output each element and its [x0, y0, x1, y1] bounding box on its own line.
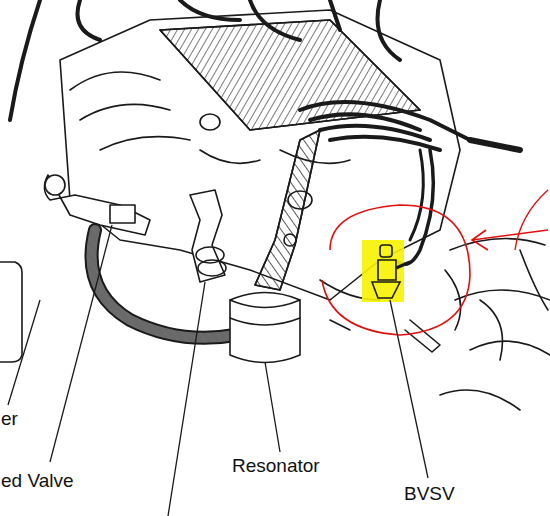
part-label: er: [0, 409, 19, 430]
part-label: BVSV: [403, 484, 456, 505]
part-label: Resonator: [231, 456, 321, 477]
annotation-arrow: [472, 230, 548, 250]
part-label: ed Valve: [0, 471, 75, 492]
highlight: [362, 240, 404, 302]
annotation-circle: [322, 205, 470, 335]
